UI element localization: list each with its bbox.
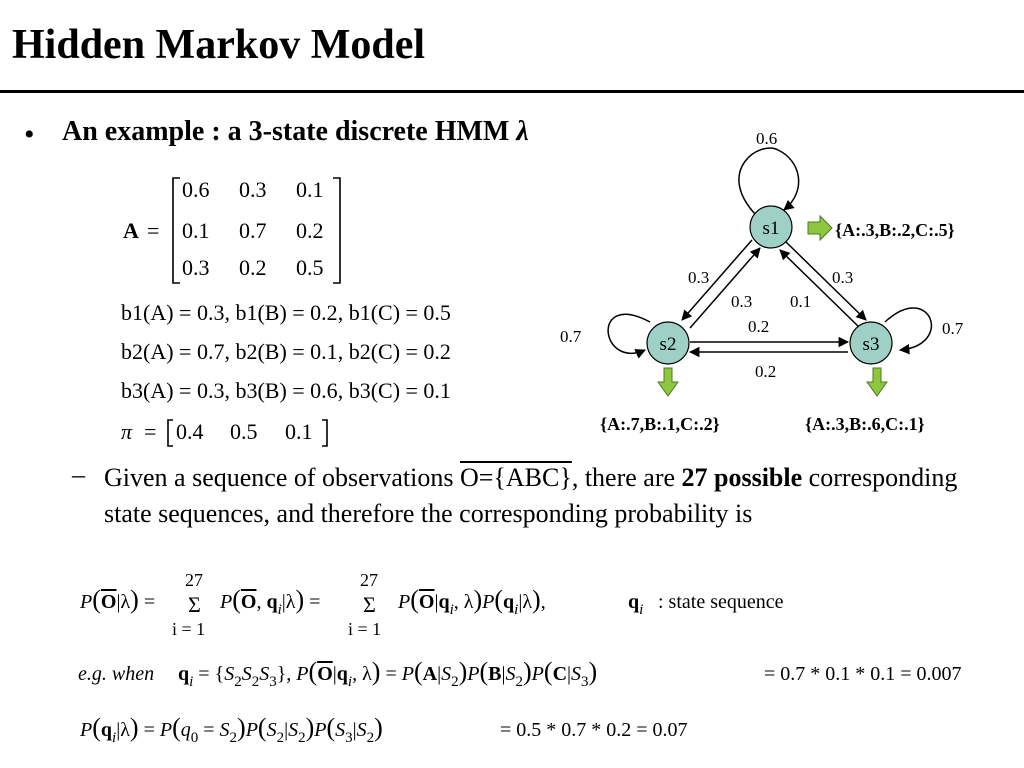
self-loop-s3 [884, 307, 933, 355]
emission-term: b2(B) = 0.1 [235, 339, 337, 364]
matrix-A-cell: 0.6 [182, 177, 210, 202]
hmm-state-diagram: s1 s2 s3 0.6 0.7 0.7 0.3 0.3 0.1 0.3 0.2… [560, 129, 964, 434]
emission-term: b3(C) = 0.1 [349, 378, 451, 403]
state-node-s1 [749, 205, 793, 249]
pi-equals: = [144, 419, 156, 444]
prob-s1-to-s3: 0.1 [790, 292, 811, 311]
emission-row-s2: b2(A) = 0.7, b2(B) = 0.1, b2(C) = 0.2 [121, 339, 451, 364]
emission-set-s2: {A:.7,B:.1,C:.2} [600, 414, 720, 434]
sum-symbol: Σ [363, 592, 376, 617]
pi-value: 0.5 [230, 419, 258, 444]
state-label-s1: s1 [763, 218, 780, 239]
pi-value: 0.1 [285, 419, 313, 444]
emission-term: b1(B) = 0.2 [235, 300, 337, 325]
arrow-s1-to-s3 [785, 241, 867, 321]
prob-s3-to-s1: 0.3 [832, 268, 853, 287]
matrix-A-cell: 0.5 [296, 255, 324, 280]
formula-example-lhs: qi = {S2S2S3}, P(O|qi, λ) = P(A|S2)P(B|S… [178, 657, 597, 690]
matrix-A-cell: 0.2 [296, 218, 324, 243]
highlight-count: 27 possible [681, 463, 803, 492]
formula-eg-prefix: e.g. when [78, 663, 154, 685]
emission-row-s1: b1(A) = 0.3, b1(B) = 0.2, b1(C) = 0.5 [121, 300, 451, 325]
emission-term: b2(A) = 0.7 [121, 339, 224, 364]
matrix-A-cell: 0.3 [182, 255, 210, 280]
emission-set-s3: {A:.3,B:.6,C:.1} [805, 414, 925, 434]
probability-formulas: P(O|λ) = 27 Σ i = 1 P(O, qi|λ) = 27 Σ i … [78, 570, 962, 746]
matrix-A-cell: 0.7 [239, 218, 267, 243]
title-divider [0, 90, 1024, 93]
sum-lower-limit: i = 1 [172, 619, 205, 639]
model-parameters: A = 0.6 0.3 0.1 0.1 0.7 0.2 0.3 0.2 0.5 … [121, 177, 451, 447]
sum-upper-limit: 27 [360, 570, 378, 590]
arrow-s1-to-s2 [681, 239, 753, 321]
emission-term: b1(A) = 0.3 [121, 300, 224, 325]
prob-s2-to-s1: 0.3 [731, 292, 752, 311]
matrix-A-left-bracket [172, 177, 180, 284]
formula-joint-prob: P(O, qi|λ) = [219, 585, 320, 618]
arrow-s2-to-s1 [689, 247, 761, 329]
matrix-A-right-bracket [333, 177, 341, 284]
state-label-s2: s2 [660, 334, 677, 355]
emission-term: b3(A) = 0.3 [121, 378, 224, 403]
prob-self-s3: 0.7 [942, 319, 964, 338]
arrow-s3-to-s1 [779, 249, 861, 329]
formula-example-result: = 0.7 * 0.1 * 0.1 = 0.007 [764, 663, 962, 685]
pi-right-bracket [322, 419, 328, 447]
self-loop-s2 [607, 313, 651, 359]
sum-upper-limit: 27 [185, 570, 203, 590]
formula-note: : state sequence [658, 591, 784, 613]
pi-left-bracket [167, 419, 173, 447]
matrix-A-cell: 0.3 [239, 177, 267, 202]
matrix-A-equals: = [147, 218, 159, 243]
emission-arrow-s2 [657, 367, 679, 397]
state-node-s3 [849, 321, 893, 365]
emission-term: b3(B) = 0.6 [235, 378, 337, 403]
observation-sequence: O={ABC} [459, 463, 572, 492]
sum-symbol: Σ [188, 592, 201, 617]
formula-total-prob: P(O|λ) = [79, 585, 155, 614]
emission-arrow-s3 [866, 367, 888, 397]
emission-term: b2(C) = 0.2 [349, 339, 451, 364]
formula-factorized: P(O|qi, λ)P(qi|λ), [397, 585, 546, 618]
sub-bullet-text: Given a sequence of observations O={ABC}… [104, 463, 958, 528]
emission-arrow-s1 [807, 214, 833, 242]
bullet-marker: • [24, 118, 35, 151]
emission-row-s3: b3(A) = 0.3, b3(B) = 0.6, b3(C) = 0.1 [121, 378, 451, 403]
prob-self-s2: 0.7 [560, 327, 582, 346]
self-loop-s1 [738, 147, 800, 215]
prob-s1-to-s2: 0.3 [688, 268, 709, 287]
slide-title: Hidden Markov Model [12, 22, 426, 68]
sum-lower-limit: i = 1 [348, 619, 381, 639]
lambda-symbol: λ [516, 116, 529, 147]
formula-state-result: = 0.5 * 0.7 * 0.2 = 0.07 [500, 719, 688, 741]
matrix-A-cell: 0.1 [296, 177, 324, 202]
formula-q-symbol: qi [628, 591, 643, 618]
matrix-A-cell: 0.2 [239, 255, 267, 280]
prob-s3-to-s2: 0.2 [755, 362, 776, 381]
bullet-heading-text: An example : a 3-state discrete HMM [62, 116, 510, 147]
state-label-s3: s3 [863, 334, 880, 355]
pi-value: 0.4 [176, 419, 204, 444]
pi-label: π [121, 419, 133, 444]
formula-state-prob: P(qi|λ) = P(q0 = S2)P(S2|S2)P(S3|S2) [79, 713, 383, 746]
sub-bullet-marker: – [72, 460, 85, 489]
prob-self-s1: 0.6 [756, 129, 777, 148]
bullet-heading: An example : a 3-state discrete HMM λ [62, 116, 529, 148]
state-node-s2 [646, 321, 690, 365]
matrix-A-cell: 0.1 [182, 218, 210, 243]
emission-term: b1(C) = 0.5 [349, 300, 451, 325]
emission-set-s1: {A:.3,B:.2,C:.5} [835, 220, 955, 240]
matrix-A-label: A [123, 218, 139, 243]
prob-s2-to-s3: 0.2 [748, 317, 769, 336]
